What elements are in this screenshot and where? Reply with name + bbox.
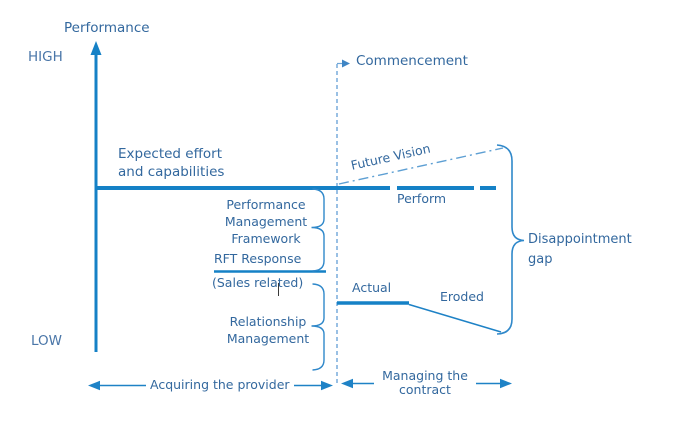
- expected-effort-label: Expected effort and capabilities: [118, 145, 224, 181]
- acquiring-right-arrowhead-icon: [321, 380, 333, 391]
- relationship-line1: Relationship: [229, 314, 307, 329]
- eroded-label: Eroded: [440, 289, 484, 304]
- expected-effort-line1: Expected effort: [118, 146, 222, 162]
- pmf-label: Performance Management Framework: [204, 196, 328, 247]
- text-cursor-artifact: [278, 283, 279, 296]
- actual-label: Actual: [352, 280, 392, 295]
- pmf-line2: Management: [224, 214, 308, 229]
- axis-low-label: LOW: [31, 333, 63, 349]
- pmf-line3: Framework: [231, 231, 301, 246]
- future-vision-line: [338, 147, 504, 185]
- brace-pmf: [311, 188, 325, 272]
- axis-title: Performance: [64, 20, 150, 36]
- disappointment-gap-label: Disappointment gap: [528, 230, 632, 270]
- eroded-slope-line: [408, 303, 502, 333]
- relationship-line2: Management: [226, 331, 310, 346]
- pmf-line1: Performance: [226, 197, 306, 212]
- managing-contract-line1: Managing the: [382, 368, 468, 383]
- disappointment-gap-line2: gap: [528, 252, 553, 267]
- brace-relationship: [311, 283, 325, 371]
- managing-contract-line2: contract: [399, 382, 451, 397]
- brace-disappointment-gap: [496, 144, 525, 335]
- managing-left-arrowhead-icon: [341, 378, 353, 389]
- disappointment-gap-line1: Disappointment: [528, 232, 632, 247]
- rft-response-label: RFT Response: [214, 251, 302, 266]
- managing-contract-label: Managing the contract: [374, 369, 476, 397]
- relationship-management-label: Relationship Management: [204, 313, 332, 347]
- sales-related-label: (Sales related): [212, 275, 304, 290]
- y-axis-arrowhead-icon: [90, 41, 102, 55]
- commencement-arrowhead-icon: [342, 59, 350, 68]
- commencement-label: Commencement: [356, 53, 468, 69]
- acquiring-provider-label: Acquiring the provider: [146, 377, 294, 392]
- axis-high-label: HIGH: [28, 49, 63, 65]
- perform-label: Perform: [397, 191, 447, 206]
- acquiring-left-arrowhead-icon: [88, 380, 100, 391]
- expected-effort-line2: and capabilities: [118, 164, 225, 180]
- managing-right-arrowhead-icon: [500, 378, 512, 389]
